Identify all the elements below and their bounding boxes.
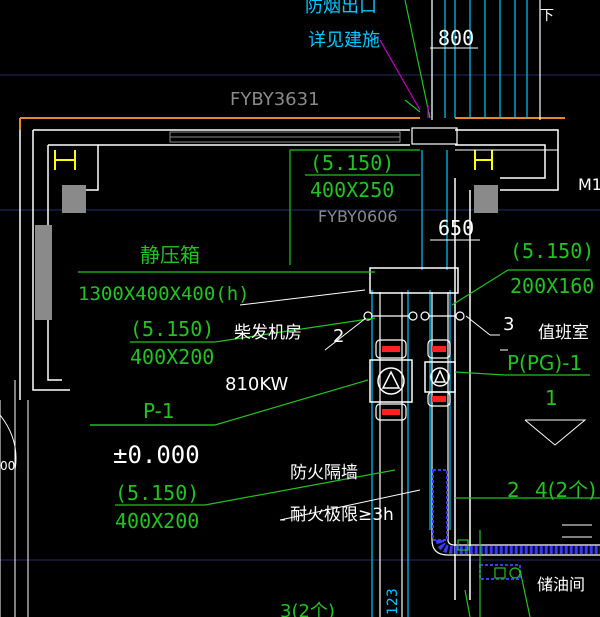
yellow-marks — [54, 150, 493, 170]
elev-left-top: (5.150) — [310, 151, 394, 175]
power-label: 810KW — [225, 374, 289, 395]
magenta-lines — [379, 39, 429, 118]
p1-tag: P-1 — [143, 399, 175, 423]
fan-no-3: 3 — [503, 314, 514, 335]
left-00: 00 — [0, 459, 15, 473]
fan-icon — [369, 359, 413, 403]
vertical-ducts — [371, 150, 451, 617]
room-duty: 值班室 — [538, 323, 589, 343]
top-note-2: 详见建施 — [308, 30, 380, 51]
size-left-top: 400X250 — [310, 178, 394, 202]
elev-right: (5.150) — [510, 239, 594, 263]
bottom-count: 3(2个) — [280, 601, 335, 617]
left-arcs — [0, 380, 29, 617]
structure-orange — [19, 117, 565, 130]
m1-label: M1 — [578, 175, 600, 194]
fan-no-2: 2 — [333, 326, 344, 347]
dim-800: 800 — [438, 26, 474, 50]
elev-left-mid: (5.150) — [130, 317, 214, 341]
duct-shaft-top — [431, 0, 528, 118]
count-2: 2 — [507, 478, 520, 502]
plenum-title: 静压箱 — [140, 243, 200, 267]
count-4: 4(2个) — [535, 478, 596, 502]
leader-lines — [78, 0, 600, 617]
dimension-lines — [430, 47, 480, 241]
firewall-label: 防火隔墙 — [290, 463, 358, 483]
top-note-1: 防烟出口 — [305, 0, 377, 17]
damper-outlines — [375, 339, 451, 421]
plenum-box — [369, 267, 459, 294]
room-oil: 储油间 — [537, 575, 585, 594]
size-right: 200X160 — [510, 274, 594, 298]
white-leaders — [239, 149, 592, 538]
damper-icon — [382, 346, 446, 415]
fy-code-mid: FYBY0606 — [318, 207, 398, 226]
elev-zero: ±0.000 — [113, 441, 200, 469]
size-left-low: 400X200 — [115, 509, 199, 533]
duct-123: 123 — [385, 588, 401, 615]
dim-650: 650 — [438, 216, 474, 240]
columns — [35, 185, 498, 320]
beam — [169, 131, 401, 143]
pg-tag: P(PG)-1 — [507, 351, 582, 375]
bottom-symbols — [457, 539, 521, 579]
elev-left-low: (5.150) — [115, 481, 199, 505]
wall-outline — [19, 118, 559, 600]
size-left-mid: 400X200 — [130, 345, 214, 369]
duct-shaft-top-white — [411, 0, 541, 145]
fire-rating: 耐火极限≥3h — [290, 505, 394, 525]
valve-icon — [363, 311, 465, 321]
pg-num: 1 — [545, 386, 558, 410]
fy-code-top: FYBY3631 — [230, 89, 320, 110]
plenum-size: 1300X400X400(h) — [78, 283, 250, 305]
letter-xia: 下 — [540, 8, 554, 24]
room-generator: 柴发机房 — [234, 323, 302, 343]
